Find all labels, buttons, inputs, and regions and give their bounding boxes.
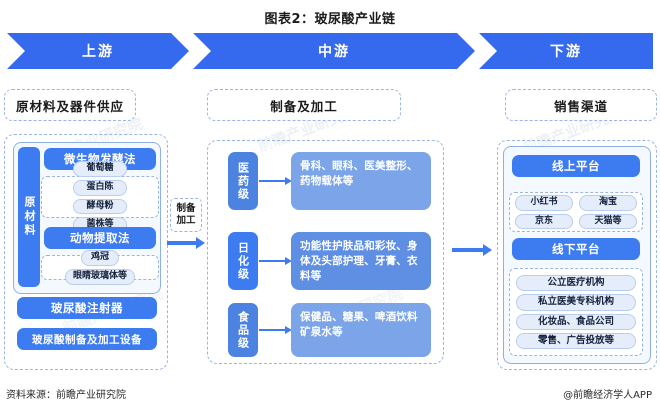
midstream-content-pharmaceutical: 骨科、眼科、医美整形、药物载体等: [291, 152, 431, 210]
pill-item[interactable]: 小红书: [515, 194, 573, 211]
connector-label-line1: 制备: [176, 203, 196, 215]
midstream-grade-cosmetic[interactable]: 日化级: [228, 232, 258, 290]
offline-platform-items-group: 公立医疗机构 私立医美专科机构 化妆品、食品公司 零售、广告投放等: [509, 268, 643, 356]
raw-material-vertical-label: 原材料: [18, 147, 40, 287]
midstream-grade-pharmaceutical[interactable]: 医药级: [228, 152, 258, 210]
midstream-content-food: 保健品、糖果、啤酒饮料矿泉水等: [291, 303, 431, 357]
pill-item[interactable]: 私立医美专科机构: [516, 294, 636, 311]
upstream-bar-ha-injector[interactable]: 玻尿酸注射器: [17, 297, 157, 319]
midstream-grade-food[interactable]: 食品级: [228, 303, 258, 357]
pill-item[interactable]: 天猫等: [579, 213, 637, 230]
page-title: 图表2：玻尿酸产业链: [264, 12, 396, 27]
pill-item[interactable]: 鸡冠: [81, 250, 119, 266]
pill-item[interactable]: 蛋白陈: [73, 179, 127, 196]
animal-extraction-items-group: 鸡冠 眼睛玻璃体等: [41, 250, 159, 285]
section-header-upstream: 原材料及器件供应: [4, 89, 136, 121]
pill-item[interactable]: 眼睛玻璃体等: [65, 269, 135, 285]
pill-item[interactable]: 淘宝: [579, 194, 637, 211]
stage-banner: 上游 中游 下游: [7, 33, 653, 69]
pill-item[interactable]: 葡萄糖: [73, 160, 127, 177]
upstream-bar-animal-extraction[interactable]: 动物提取法: [44, 227, 156, 249]
pill-item[interactable]: 公立医疗机构: [516, 274, 636, 292]
connector-label-preparation-processing: 制备 加工: [170, 198, 202, 232]
pill-item[interactable]: 化妆品、食品公司: [516, 313, 636, 330]
downstream-bar-offline-platform[interactable]: 线下平台: [512, 238, 640, 260]
source-note: 资料来源：前瞻产业研究院: [6, 390, 126, 401]
stage-upstream-chevron[interactable]: 上游: [7, 33, 189, 69]
pill-item[interactable]: 京东: [515, 213, 573, 230]
online-platform-items-group: 小红书 淘宝 京东 天猫等: [509, 192, 643, 232]
midstream-content-cosmetic: 功能性护肤品和彩妆、身体及头部护理、牙膏、衣料等: [291, 232, 431, 290]
credit-note: @前瞻经济学人APP: [563, 390, 652, 401]
connector-label-line2: 加工: [176, 215, 196, 226]
stage-downstream-chevron[interactable]: 下游: [479, 33, 653, 69]
upstream-bar-ha-production-equipment[interactable]: 玻尿酸制备及加工设备: [17, 328, 157, 350]
fermentation-items-group: 葡萄糖 蛋白陈 酵母粉 菌株等: [41, 160, 159, 234]
section-header-midstream: 制备及加工: [207, 89, 401, 121]
pill-item[interactable]: 酵母粉: [73, 198, 127, 215]
downstream-bar-online-platform[interactable]: 线上平台: [512, 155, 640, 177]
pill-item[interactable]: 零售、广告投放等: [516, 332, 636, 350]
section-header-downstream: 销售渠道: [505, 89, 657, 121]
stage-midstream-chevron[interactable]: 中游: [193, 33, 475, 69]
